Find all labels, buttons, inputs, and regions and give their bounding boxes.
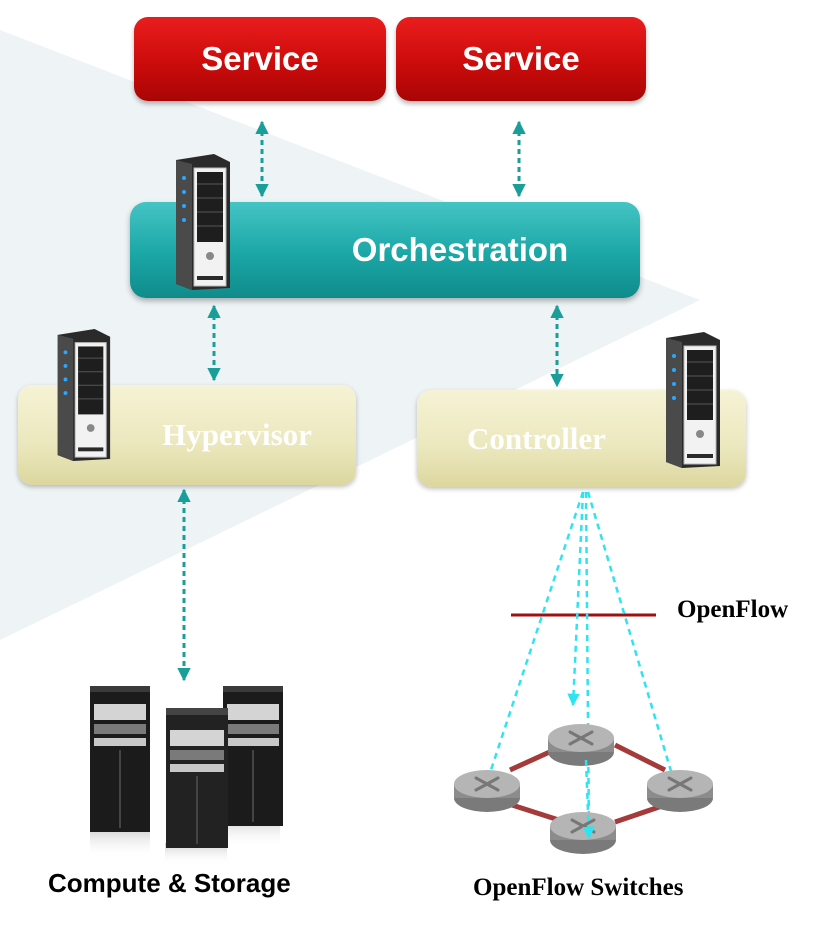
router-switch-icon: [454, 770, 520, 812]
service-box-2: Service: [396, 17, 646, 101]
compute-storage-caption: Compute & Storage: [48, 868, 291, 898]
rack-middle: [166, 708, 228, 848]
service-label-2: Service: [462, 40, 580, 77]
openflow-switches-caption: OpenFlow Switches: [473, 874, 684, 901]
rack-left: [90, 686, 150, 832]
hypervisor-label: Hypervisor: [162, 417, 312, 452]
server-tower-icon: [176, 154, 230, 290]
openflow-arrow-top: [567, 491, 585, 707]
openflow-control-arrows: [483, 491, 679, 840]
service-box-1: Service: [134, 17, 386, 101]
openflow-arrow-bottom: [582, 491, 596, 840]
server-rack-icon: [90, 686, 283, 865]
router-switch-icon: [647, 770, 713, 812]
rack-right: [223, 686, 283, 826]
orchestration-label: Orchestration: [351, 231, 569, 268]
server-tower-icon: [666, 332, 720, 468]
router-switch-icon: [550, 812, 616, 854]
router-switch-icon: [548, 724, 614, 766]
service-label-1: Service: [201, 40, 319, 77]
openflow-arrow-right: [586, 491, 679, 790]
controller-label: Controller: [467, 420, 606, 456]
server-tower-icon: [57, 329, 111, 461]
openflow-protocol-label: OpenFlow: [677, 596, 789, 623]
openflow-arrow-left: [483, 491, 585, 787]
